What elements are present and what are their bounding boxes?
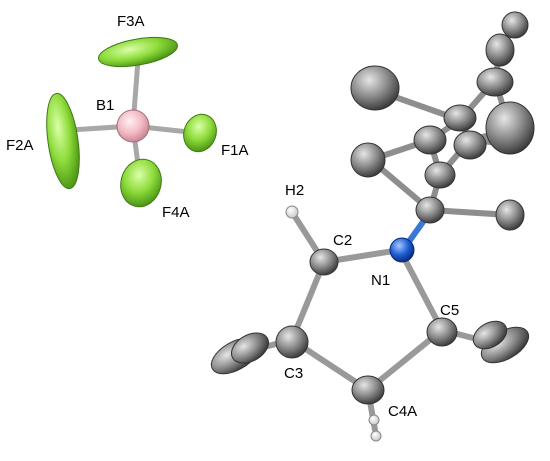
label-f2a: F2A xyxy=(6,137,34,154)
label-f1a: F1A xyxy=(221,142,249,159)
carbon-atom xyxy=(476,67,514,97)
carbon-atom-c4a xyxy=(351,375,385,405)
label-c5: C5 xyxy=(440,302,459,319)
carbon-atom-methyl-c3 xyxy=(231,332,269,364)
fluorine-atom-f2a xyxy=(46,92,80,190)
carbon-atom xyxy=(443,104,477,132)
carbon-atom xyxy=(350,65,400,111)
carbon-atom-c2 xyxy=(309,248,339,276)
label-c2: C2 xyxy=(333,232,352,249)
carbon-atom xyxy=(413,125,447,155)
label-h2: H2 xyxy=(285,182,304,199)
label-c3: C3 xyxy=(284,365,303,382)
carbon-atom xyxy=(415,196,445,224)
cation-atoms xyxy=(210,11,535,442)
carbon-atom xyxy=(495,199,525,231)
label-f4a: F4A xyxy=(162,204,190,221)
fluorine-atom-f1a xyxy=(183,113,217,153)
atom-labels: F3A B1 F2A F1A F4A H2 C2 N1 C5 C3 C4A xyxy=(6,13,459,420)
carbon-atom-methyl-c5 xyxy=(472,320,508,350)
boron-atom-b1 xyxy=(116,109,150,143)
carbon-atom xyxy=(485,33,515,67)
carbon-atom xyxy=(501,11,529,39)
fluorine-atom-f4a xyxy=(120,158,162,208)
carbon-atom xyxy=(350,142,386,178)
fluorine-atom-f3a xyxy=(98,36,178,68)
nitrogen-atom-n1 xyxy=(389,237,415,263)
tetrafluoroborate-anion xyxy=(46,36,217,208)
carbon-atom xyxy=(485,101,535,155)
label-f3a: F3A xyxy=(117,13,145,30)
carbon-atom-c3 xyxy=(275,325,309,359)
hydrogen-atom xyxy=(370,430,382,442)
hydrogen-atom xyxy=(368,414,380,426)
bond-n1-c5 xyxy=(397,247,445,333)
carbon-atom-c5 xyxy=(426,317,458,347)
carbon-atom xyxy=(453,130,487,160)
carbon-atom xyxy=(424,161,456,189)
label-b1: B1 xyxy=(96,97,114,114)
label-c4a: C4A xyxy=(388,403,417,420)
hydrogen-atom-h2 xyxy=(285,205,299,219)
label-n1: N1 xyxy=(371,272,390,289)
